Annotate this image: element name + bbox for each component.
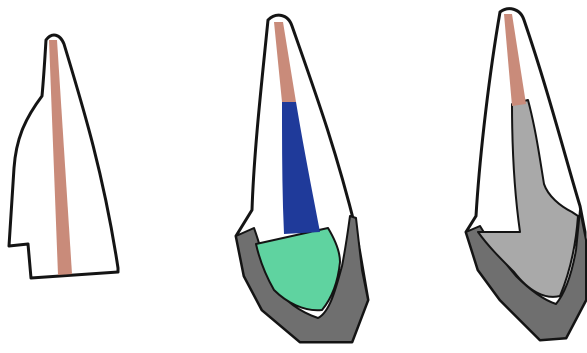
panel-1-tooth bbox=[9, 35, 118, 278]
panel-2-tooth bbox=[236, 15, 368, 342]
panel-3-tooth bbox=[466, 9, 586, 340]
